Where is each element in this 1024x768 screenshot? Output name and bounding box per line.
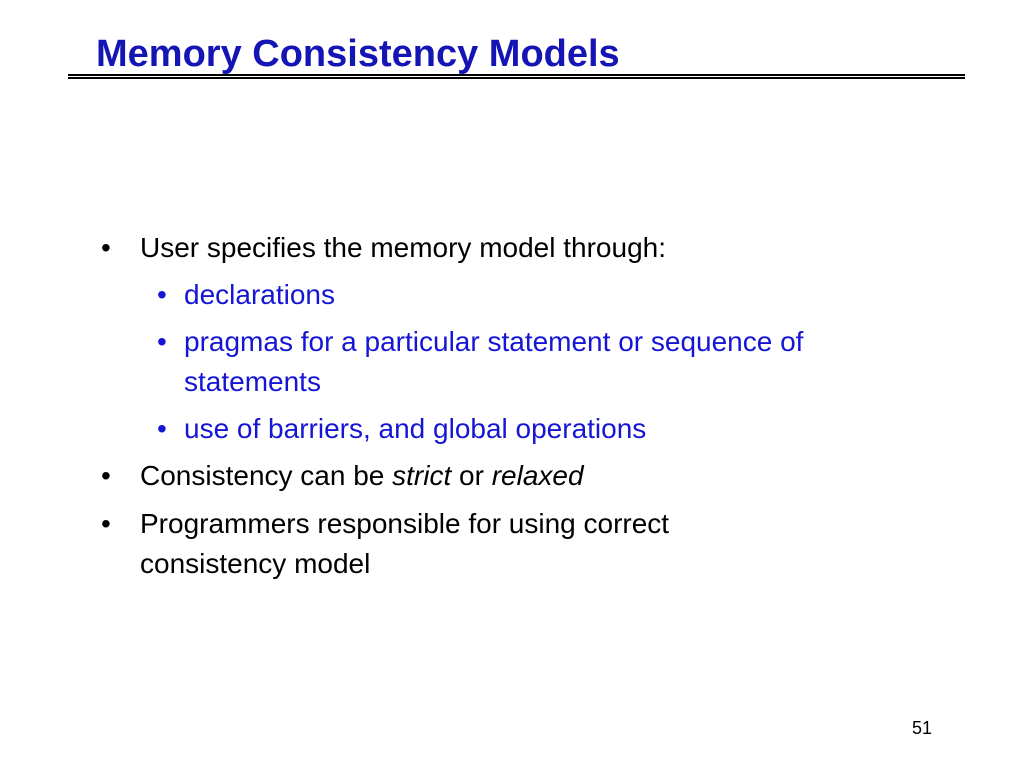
sub-bullet-pragmas-continuation: statements	[184, 362, 321, 402]
bullet-marker: •	[101, 460, 111, 491]
bullet-text: User specifies the memory model through:	[140, 232, 666, 263]
bullet-marker: •	[157, 279, 167, 310]
bullet-marker: •	[157, 326, 167, 357]
sub-bullet-pragmas: • pragmas for a particular statement or …	[157, 322, 804, 362]
bullet-marker: •	[101, 232, 111, 263]
page-number: 51	[912, 718, 933, 738]
sub-bullet-barriers: • use of barriers, and global operations	[157, 409, 647, 449]
bullet-programmers-continuation: consistency model	[140, 544, 370, 584]
bullet-text-line1: pragmas for a particular statement or se…	[184, 326, 804, 357]
bullet-text-mid: or	[451, 460, 492, 491]
bullet-text: declarations	[184, 279, 335, 310]
bullet-text: Consistency can be strict or relaxed	[140, 460, 584, 491]
bullet-marker: •	[101, 508, 111, 539]
bullet-text-line2: statements	[184, 366, 321, 397]
slide-title: Memory Consistency Models	[96, 33, 620, 75]
bullet-programmers: • Programmers responsible for using corr…	[101, 504, 670, 544]
bullet-text-line1: Programmers responsible for using correc…	[140, 508, 670, 539]
bullet-consistency: • Consistency can be strict or relaxed	[101, 456, 584, 496]
bullet-text-line2: consistency model	[140, 548, 371, 579]
emphasis-relaxed: relaxed	[491, 460, 584, 491]
sub-bullet-declarations: • declarations	[157, 275, 335, 315]
bullet-marker: •	[157, 413, 167, 444]
title-underline	[68, 74, 965, 79]
emphasis-strict: strict	[392, 460, 452, 491]
bullet-text-before: Consistency can be	[140, 460, 393, 491]
bullet-user-specifies: • User specifies the memory model throug…	[101, 228, 666, 268]
bullet-text: use of barriers, and global operations	[184, 413, 647, 444]
